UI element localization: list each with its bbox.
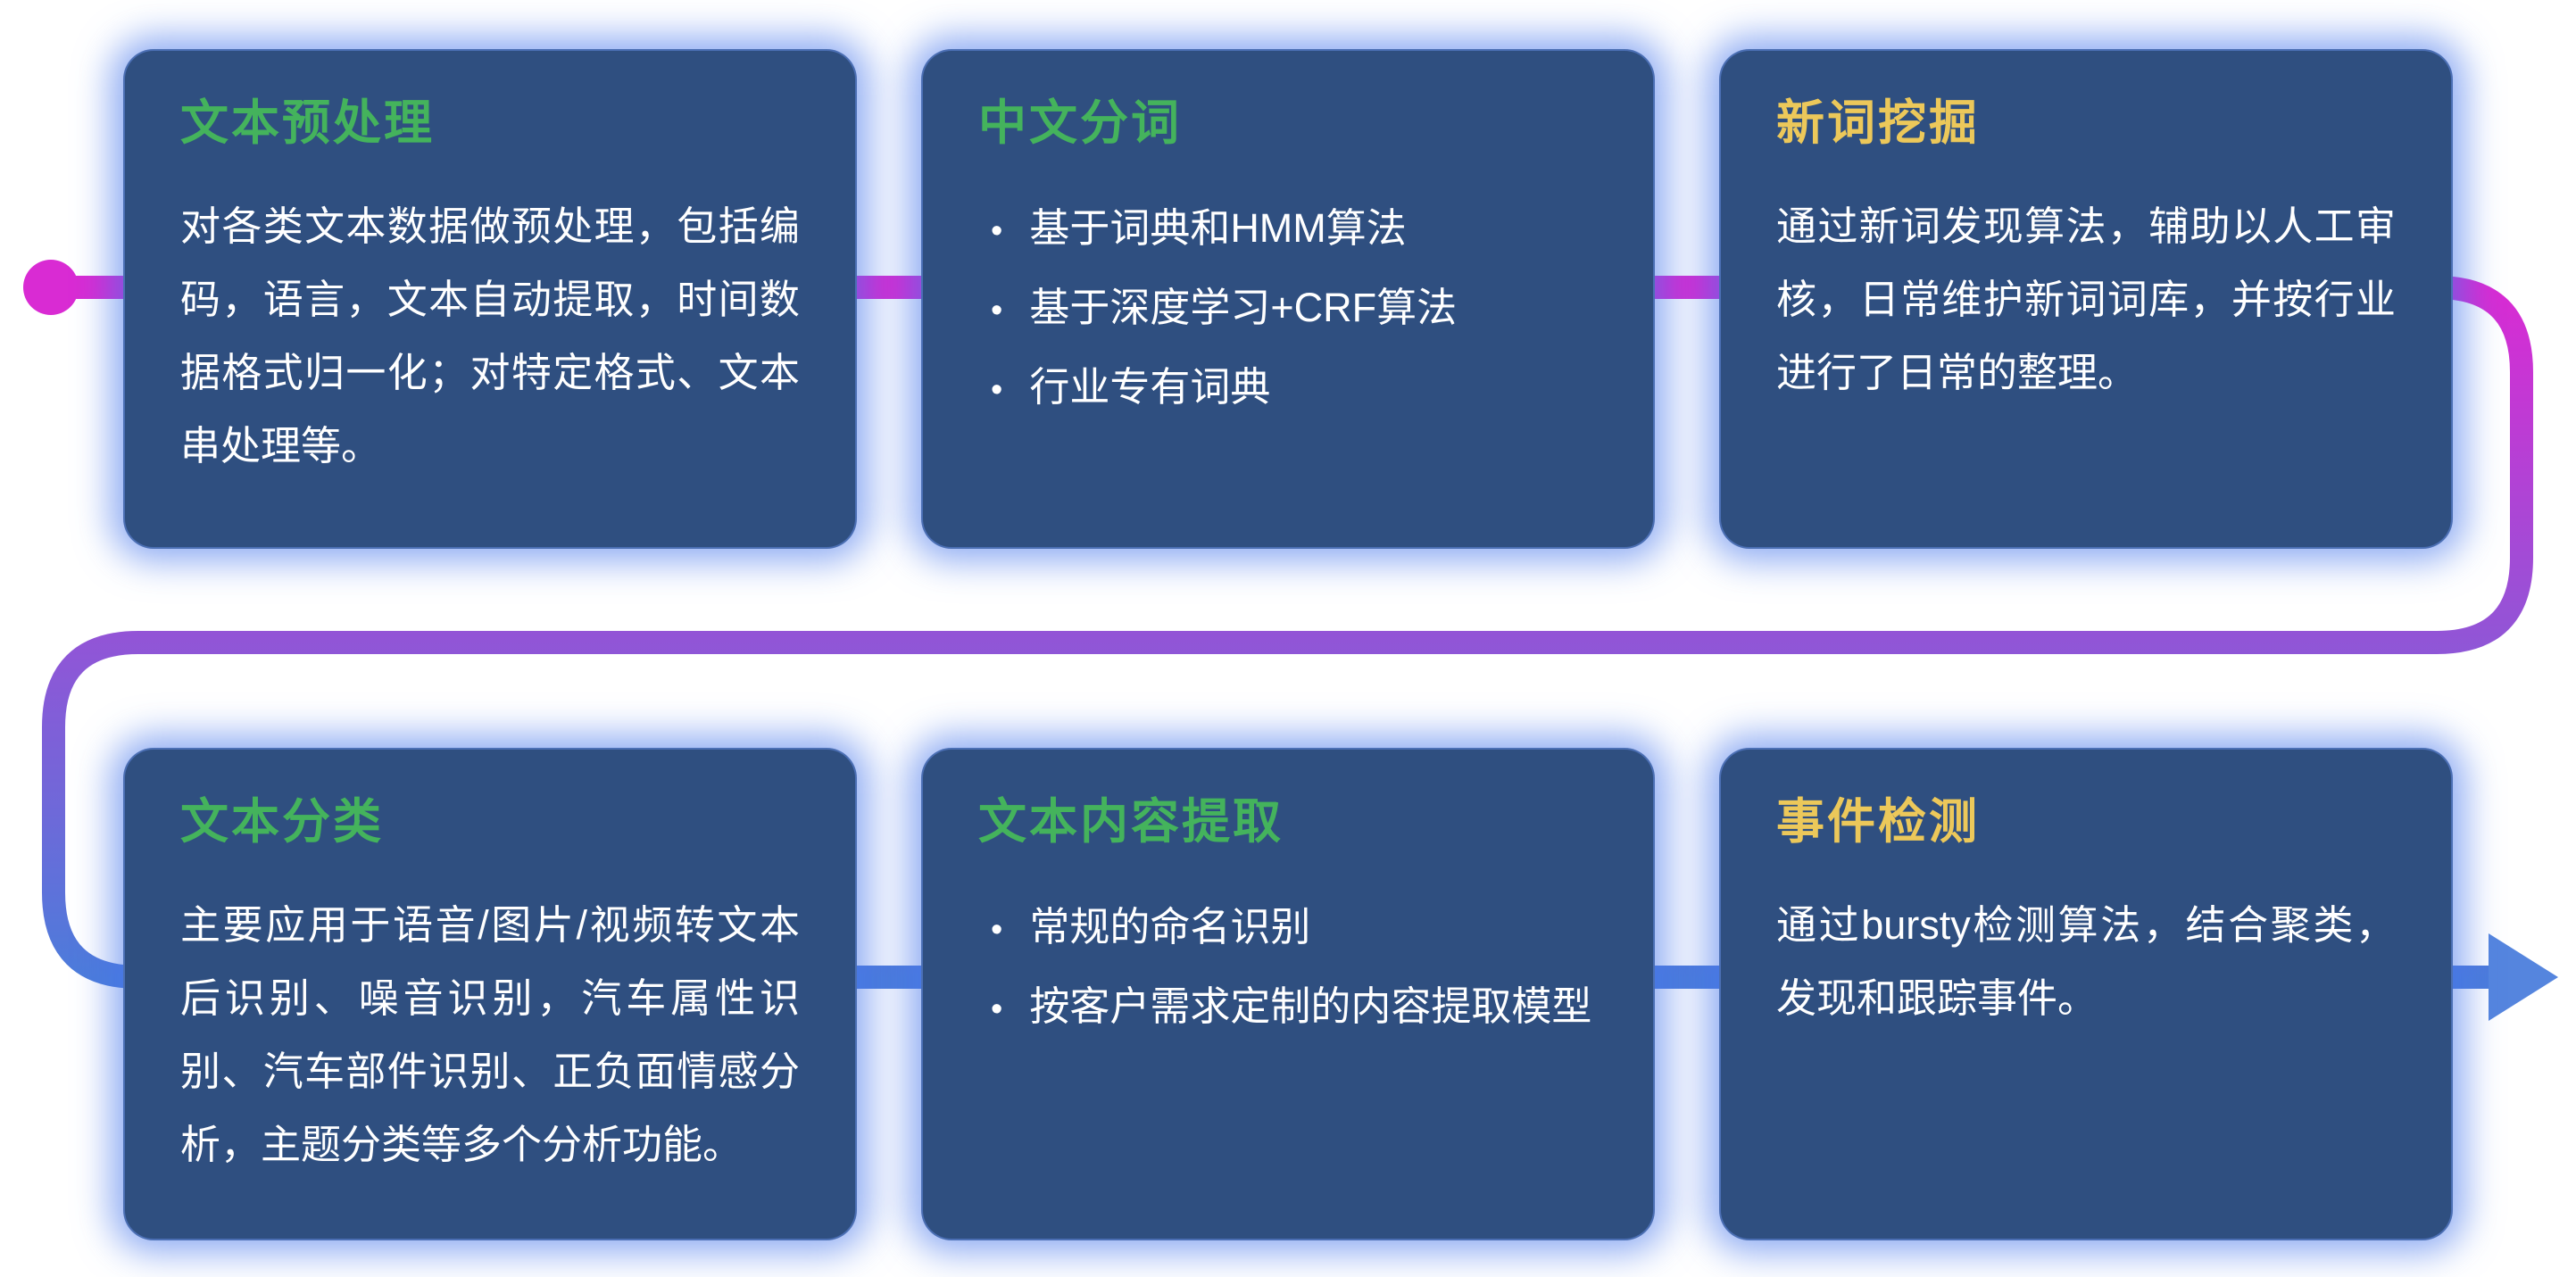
flow-line [42, 276, 2533, 989]
bullet-icon: • [991, 211, 1003, 250]
bullet-text: 行业专有词典 [1029, 363, 1271, 410]
card-title: 文本分类 [180, 795, 384, 849]
bullet-item: • 基于词典和HMM算法 [991, 190, 1598, 269]
card-title: 文本预处理 [180, 96, 435, 150]
card-body: 对各类文本数据做预处理，包括编码，语言，文本自动提取，时间数据格式归一化；对特定… [180, 203, 800, 469]
card-title: 文本内容提取 [978, 795, 1284, 849]
card-text-classification: 文本分类 主要应用于语音/图片/视频转文本后识别、噪音识别，汽车属性识别、汽车部… [123, 748, 857, 1240]
bullet-icon: • [991, 370, 1003, 409]
card-title: 事件检测 [1776, 795, 1980, 849]
bullet-text: 基于词典和HMM算法 [1029, 204, 1407, 251]
bullet-text: 按客户需求定制的内容提取模型 [1029, 983, 1592, 1029]
bullet-text: 基于深度学习+CRF算法 [1029, 284, 1458, 330]
card-text-preprocessing: 文本预处理 对各类文本数据做预处理，包括编码，语言，文本自动提取，时间数据格式归… [123, 49, 857, 549]
bullet-list: • 常规的命名识别 • 按客户需求定制的内容提取模型 [978, 889, 1598, 1048]
bullet-icon: • [991, 990, 1003, 1028]
bullet-item: • 基于深度学习+CRF算法 [991, 269, 1598, 349]
bullet-item: • 按客户需求定制的内容提取模型 [991, 968, 1598, 1048]
flow-end-arrow-icon [2489, 933, 2558, 1021]
card-body: 主要应用于语音/图片/视频转文本后识别、噪音识别，汽车属性识别、汽车部件识别、正… [180, 901, 800, 1167]
card-new-word-mining: 新词挖掘 通过新词发现算法，辅助以人工审核，日常维护新词词库，并按行业进行了日常… [1719, 49, 2453, 549]
card-event-detection: 事件检测 通过bursty检测算法，结合聚类，发现和跟踪事件。 [1719, 748, 2453, 1240]
card-body: 通过bursty检测算法，结合聚类，发现和跟踪事件。 [1776, 901, 2396, 1021]
bullet-item: • 行业专有词典 [991, 349, 1598, 428]
card-body: 通过新词发现算法，辅助以人工审核，日常维护新词词库，并按行业进行了日常的整理。 [1776, 203, 2396, 395]
card-title: 中文分词 [978, 96, 1182, 150]
card-word-segmentation: 中文分词 • 基于词典和HMM算法 • 基于深度学习+CRF算法 • 行业专有词… [921, 49, 1655, 549]
bullet-list: • 基于词典和HMM算法 • 基于深度学习+CRF算法 • 行业专有词典 [978, 190, 1598, 428]
card-content-extraction: 文本内容提取 • 常规的命名识别 • 按客户需求定制的内容提取模型 [921, 748, 1655, 1240]
flow-start-dot [23, 260, 79, 315]
bullet-item: • 常规的命名识别 [991, 889, 1598, 968]
bullet-icon: • [991, 910, 1003, 949]
bullet-text: 常规的命名识别 [1029, 903, 1311, 949]
card-title: 新词挖掘 [1776, 96, 1980, 150]
bullet-icon: • [991, 291, 1003, 329]
